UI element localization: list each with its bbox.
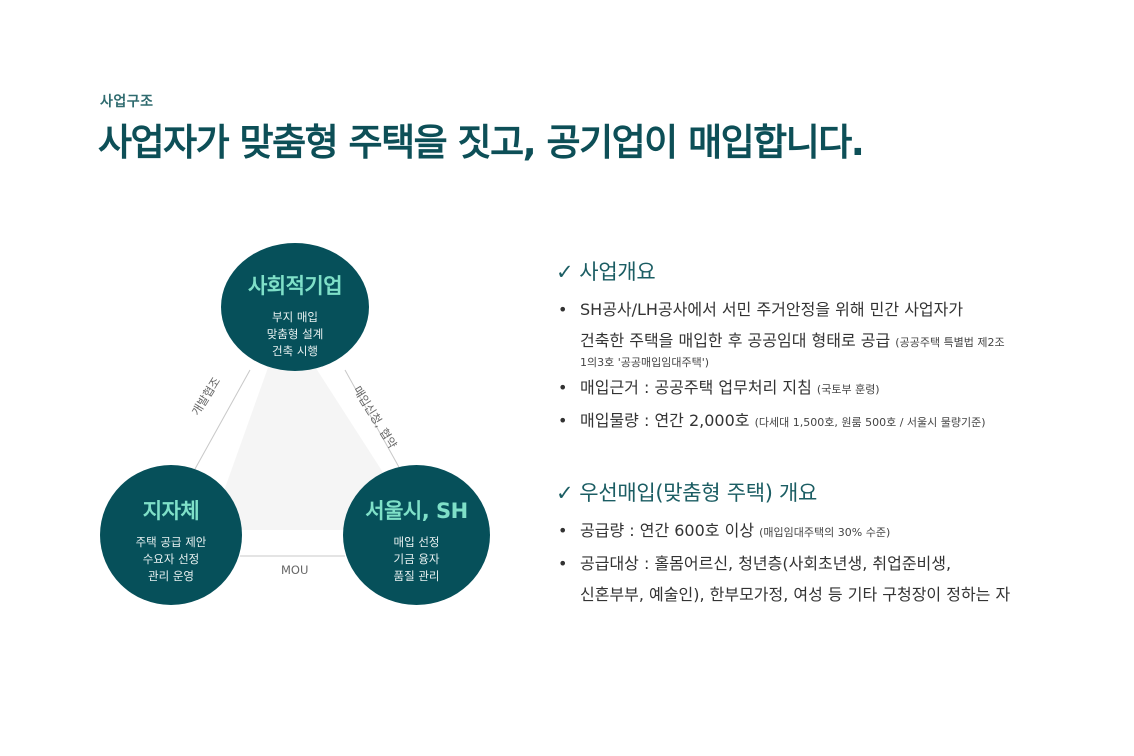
priority-title: ✓우선매입(맞춤형 주택) 개요	[556, 477, 1010, 507]
list-item: 매입근거 : 공공주택 업무처리 지침 (국토부 훈령)	[556, 372, 1005, 405]
list-item-note: 1의3호 '공공매입임대주택')	[580, 356, 710, 369]
node-role: 수요자 선정	[142, 552, 200, 566]
list-item: 공급량 : 연간 600호 이상 (매입임대주택의 30% 수준)	[556, 515, 1010, 548]
overview-section: ✓사업개요 SH공사/LH공사에서 서민 주거안정을 위해 민간 사업자가 건축…	[556, 256, 1005, 438]
overview-list: SH공사/LH공사에서 서민 주거안정을 위해 민간 사업자가 건축한 주택을 …	[556, 294, 1005, 438]
priority-title-text: 우선매입(맞춤형 주택) 개요	[579, 481, 818, 505]
list-item-note: (국토부 훈령)	[816, 383, 880, 396]
edge-label-right: 매입신청, 협약	[350, 383, 400, 451]
priority-list: 공급량 : 연간 600호 이상 (매입임대주택의 30% 수준) 공급대상 :…	[556, 515, 1010, 610]
list-item-text-main: 건축한 주택을 매입한 후 공공임대 형태로 공급	[580, 331, 891, 350]
list-item: SH공사/LH공사에서 서민 주거안정을 위해 민간 사업자가 건축한 주택을 …	[556, 294, 1005, 372]
check-icon: ✓	[556, 260, 574, 284]
page-title: 사업자가 맞춤형 주택을 짓고, 공기업이 매입합니다.	[98, 121, 865, 164]
list-item-text: 매입물량 : 연간 2,000호	[580, 411, 750, 430]
node-social-enterprise: 사회적기업 부지 매입 맞춤형 설계 건축 시행	[221, 243, 369, 371]
node-role: 부지 매입	[272, 310, 318, 324]
node-title: 서울시, SH	[365, 499, 468, 523]
node-role: 관리 운영	[148, 569, 194, 583]
node-role-list: 주택 공급 제안 수요자 선정 관리 운영	[136, 534, 207, 585]
section-eyebrow: 사업구조	[100, 94, 154, 110]
node-role-list: 부지 매입 맞춤형 설계 건축 시행	[267, 309, 324, 360]
list-item: 매입물량 : 연간 2,000호 (다세대 1,500호, 원룸 500호 / …	[556, 405, 1005, 438]
node-local-government: 지자체 주택 공급 제안 수요자 선정 관리 운영	[100, 465, 242, 605]
priority-section: ✓우선매입(맞춤형 주택) 개요 공급량 : 연간 600호 이상 (매입임대주…	[556, 477, 1010, 610]
node-role: 건축 시행	[272, 344, 318, 358]
node-title: 지자체	[142, 499, 200, 523]
node-seoul-sh: 서울시, SH 매입 선정 기금 융자 품질 관리	[343, 465, 490, 605]
edge-label-bottom: MOU	[281, 563, 309, 577]
node-title: 사회적기업	[247, 274, 343, 298]
overview-title-text: 사업개요	[579, 260, 656, 284]
list-item-text: SH공사/LH공사에서 서민 주거안정을 위해 민간 사업자가	[580, 300, 964, 319]
list-item-text: 신혼부부, 예술인), 한부모가정, 여성 등 기타 구청장이 정하는 자	[580, 585, 1011, 604]
list-item-note: (다세대 1,500호, 원룸 500호 / 서울시 물량기준)	[754, 416, 986, 429]
node-role: 기금 융자	[393, 552, 440, 566]
check-icon: ✓	[556, 481, 574, 505]
node-role: 매입 선정	[393, 535, 440, 549]
list-item: 공급대상 : 홀몸어르신, 청년층(사회초년생, 취업준비생, 신혼부부, 예술…	[556, 548, 1010, 610]
list-item-text: 공급량 : 연간 600호 이상	[580, 521, 755, 540]
list-item-note: (공공주택 특별법 제2조	[895, 336, 1005, 349]
list-item-note: (매입임대주택의 30% 수준)	[759, 526, 891, 539]
list-item-text: 공급대상 : 홀몸어르신, 청년층(사회초년생, 취업준비생,	[580, 554, 952, 573]
node-role-list: 매입 선정 기금 융자 품질 관리	[394, 534, 440, 585]
overview-title: ✓사업개요	[556, 256, 1005, 286]
list-item-text: 매입근거 : 공공주택 업무처리 지침	[580, 378, 812, 397]
node-role: 주택 공급 제안	[135, 535, 207, 549]
node-role: 맞춤형 설계	[266, 327, 324, 341]
list-item-text: 건축한 주택을 매입한 후 공공임대 형태로 공급 (공공주택 특별법 제2조	[580, 325, 1005, 358]
edge-label-left: 개발협조	[188, 374, 224, 418]
node-role: 품질 관리	[393, 569, 440, 583]
